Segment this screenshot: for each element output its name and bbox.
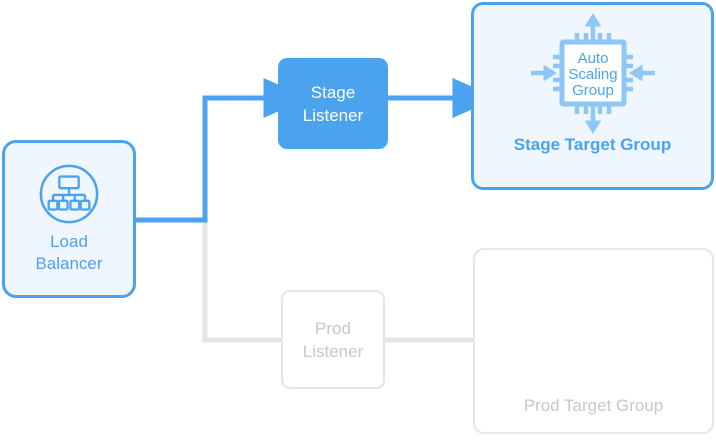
load-balancer-label: Load Balancer (35, 231, 102, 275)
prod-target-group-label: Prod Target Group (523, 396, 664, 415)
connector-lb-to-stage-listener (136, 78, 309, 223)
prod-listener-label: Prod Listener (303, 317, 363, 363)
node-stage-target-group[interactable]: Auto Scaling Group Stage Target Group (471, 2, 714, 190)
asg-label-line1: Auto (577, 50, 608, 67)
stage-target-group-label: Stage Target Group (513, 135, 672, 154)
stage-listener-label-line2: Listener (302, 105, 364, 125)
stage-listener-label-line1: Stage (310, 82, 356, 102)
asg-label-line3: Group (572, 82, 614, 99)
stage-listener-label: Stage Listener (303, 81, 363, 127)
node-prod-target-group[interactable]: Prod Target Group (473, 248, 714, 434)
network-hierarchy-icon (39, 164, 99, 224)
asg-label-line2: Scaling (568, 66, 617, 83)
node-prod-listener[interactable]: Prod Listener (281, 290, 385, 389)
node-load-balancer[interactable]: Load Balancer (2, 140, 136, 298)
prod-listener-label-line1: Prod (315, 318, 351, 338)
connector-lb-to-prod-listener (136, 217, 281, 343)
node-stage-listener[interactable]: Stage Listener (278, 58, 388, 149)
load-balancer-label-line2: Balancer (35, 254, 103, 273)
auto-scaling-group-icon-wrap: Auto Scaling Group (523, 11, 663, 136)
load-balancer-label-line1: Load (50, 232, 88, 251)
prod-listener-label-line2: Listener (302, 341, 364, 361)
auto-scaling-chip-icon: Auto Scaling Group (530, 13, 655, 134)
